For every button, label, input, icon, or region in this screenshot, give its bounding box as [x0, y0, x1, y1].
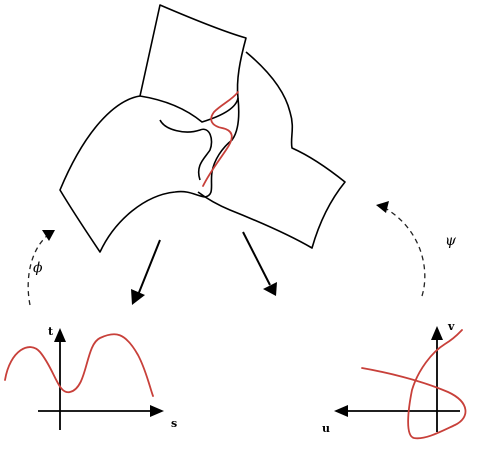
phi-map-arrow-head — [42, 230, 55, 241]
arrow-down-right — [242, 231, 271, 286]
phi-label: ϕ — [33, 260, 43, 276]
left-plot-horizontal-axis-head — [150, 405, 164, 417]
patch-right — [197, 51, 346, 249]
red-curve-surface — [202, 91, 239, 187]
arrow-down-left — [137, 239, 161, 296]
right-plot-vertical-axis-head — [431, 326, 443, 340]
arrow-down-left-head — [131, 289, 145, 305]
left-plot-curve — [4, 333, 154, 397]
psi-label: ψ — [445, 233, 457, 249]
overlap-outline — [159, 119, 213, 181]
arrow-down-right-head — [263, 282, 277, 296]
phi-map-arrow — [27, 234, 49, 306]
right-plot-u-label: u — [322, 422, 330, 435]
patch-upper-left — [139, 4, 247, 123]
psi-map-arrow — [384, 207, 426, 297]
left-plot-t-label: t — [48, 325, 54, 338]
left-plot-s-label: s — [171, 417, 177, 430]
right-plot-v-label: v — [447, 320, 455, 333]
left-plot-vertical-axis-head — [54, 328, 66, 342]
right-plot-curve — [361, 329, 467, 440]
right-plot-horizontal-axis-head — [334, 405, 348, 417]
patch-left — [59, 95, 240, 253]
psi-map-arrow-head — [376, 201, 389, 213]
